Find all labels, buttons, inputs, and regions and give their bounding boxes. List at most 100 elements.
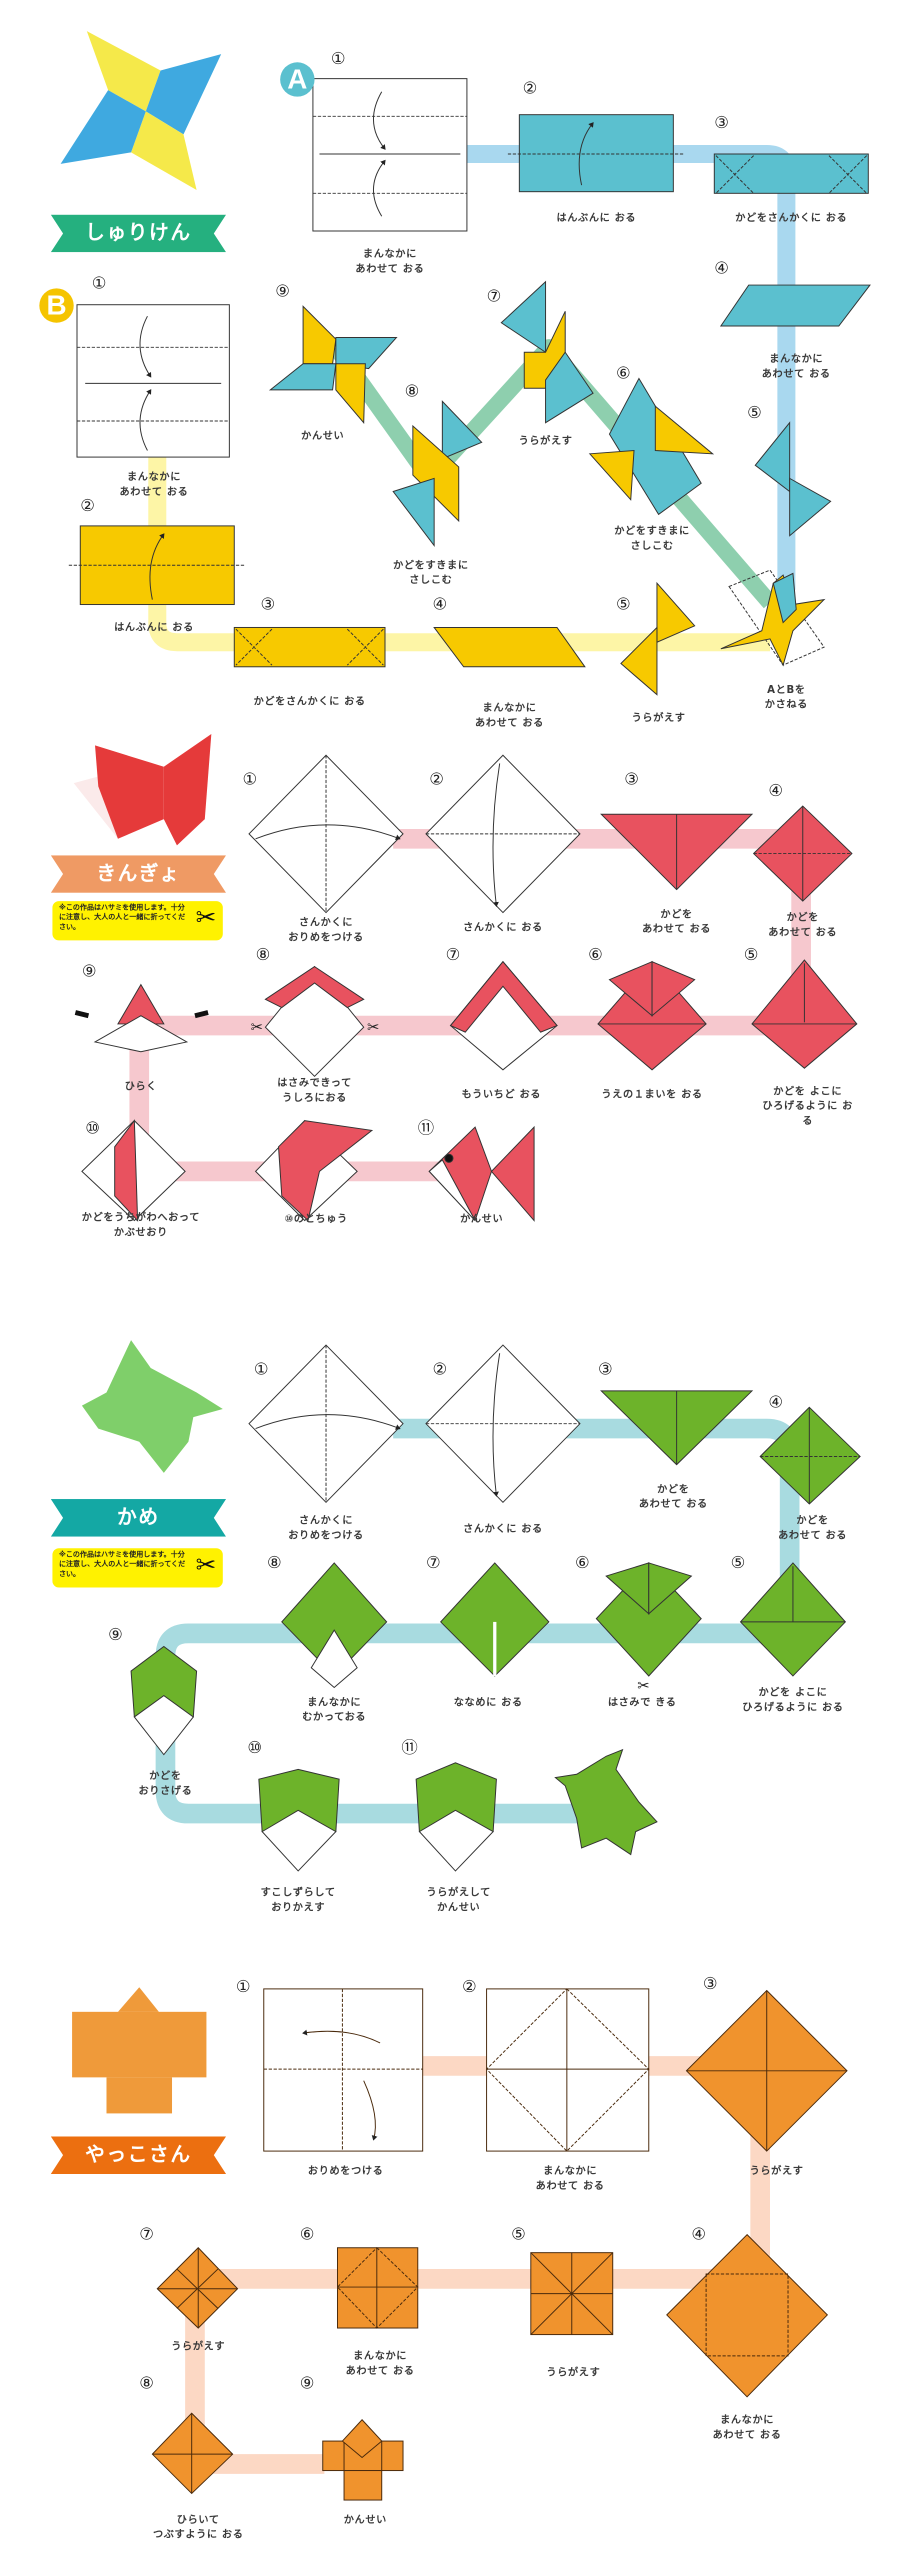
- step-label: まんなかに あわせて おる: [345, 2350, 415, 2378]
- kame-step-4-diagram: [759, 1406, 861, 1505]
- step-number: ⑪: [401, 1739, 418, 1758]
- step-number: ①: [91, 275, 107, 294]
- step-number: ④: [768, 1394, 784, 1413]
- step-label: まんなかに むかっておる: [302, 1697, 367, 1724]
- step-label: さんかくに おる: [463, 922, 543, 934]
- step-number: ②: [80, 498, 95, 517]
- kingyo-step-8-diagram: ✂ ✂: [251, 965, 379, 1078]
- kame-photo: [81, 1340, 223, 1473]
- step-number: ⑧: [255, 946, 271, 965]
- step-number: ⑦: [425, 1554, 441, 1573]
- step-label: うらがえす: [631, 712, 686, 725]
- step-number: ④: [691, 2226, 707, 2245]
- kingyo-title-ribbon: きんぎょ: [50, 855, 227, 893]
- step-label: はんぶんに おる: [114, 622, 194, 635]
- step-number: ⑤: [747, 404, 762, 423]
- kame-title-ribbon: かめ: [50, 1499, 227, 1537]
- kame-step-2-diagram: [425, 1344, 581, 1504]
- kingyo-photo: [73, 733, 212, 846]
- step-number: ④: [432, 596, 448, 615]
- scissors-icon: ✂: [367, 1019, 379, 1036]
- step-label: かどをすきまに さしこむ: [614, 525, 690, 553]
- kingyo-step-3-diagram: [600, 813, 754, 891]
- step-label: うらがえして かんせい: [426, 1887, 491, 1914]
- step-label: まんなかに あわせて おる: [712, 2414, 782, 2442]
- warning-text: ※この作品はハサミを使用します。十分に注意し、大人の人と一緒に折ってください。: [58, 904, 186, 932]
- step-label: もういちど おる: [461, 1089, 542, 1101]
- yakko-photo: [72, 1987, 207, 2114]
- kame-step-11-diagram: [415, 1762, 497, 1872]
- kame-step-10-diagram: [258, 1768, 340, 1872]
- scissors-icon: ✂: [637, 1678, 649, 1695]
- step-number: ⑥: [575, 1554, 590, 1573]
- scissors-icon: ✂: [251, 1019, 263, 1036]
- combine-label: AとBを かさねる: [764, 684, 808, 711]
- step-number: ④: [714, 260, 729, 279]
- shuriken-photo: [60, 31, 222, 191]
- step-label: かどをさんかくに おる: [253, 696, 366, 708]
- step-label: まんなかに あわせて おる: [761, 353, 831, 381]
- step-9-finished-shuriken: [268, 305, 398, 424]
- step-number: ⑧: [139, 2375, 154, 2394]
- step-number: ④: [768, 783, 784, 802]
- step-number: ③: [597, 1361, 613, 1380]
- step-number: ②: [462, 1979, 477, 1998]
- yakko-finished-diagram: [322, 2419, 404, 2501]
- step-label: はさみで きる: [607, 1697, 677, 1709]
- kingyo-step-6-diagram: [597, 960, 707, 1071]
- badge-b: B: [39, 288, 74, 323]
- yakko-step-5-diagram: [530, 2252, 614, 2336]
- a-step-5-diagram: [754, 421, 832, 537]
- yakko-step-8-diagram: [151, 2412, 234, 2495]
- kame-step-1-diagram: [248, 1344, 404, 1504]
- step-number: ⑦: [486, 288, 502, 307]
- step-number: ③: [714, 114, 729, 133]
- step-label: うらがえす: [171, 2341, 226, 2353]
- step-number: ①: [330, 50, 346, 69]
- step-number: ⑩: [85, 1120, 100, 1139]
- kingyo-step-4-diagram: [752, 805, 853, 902]
- warning-text: ※この作品はハサミを使用します。十分に注意し、大人の人と一緒に折ってください。: [58, 1551, 186, 1579]
- b-step-5-diagram: [620, 581, 696, 696]
- kame-step-6-diagram: ✂: [595, 1562, 702, 1695]
- step-number: ⑥: [616, 365, 631, 384]
- step-label: はんぶんに おる: [556, 212, 637, 225]
- step-label: まんなかに あわせて おる: [355, 249, 425, 276]
- kame-step-5-diagram: [739, 1562, 847, 1677]
- yakko-step-2-diagram: [485, 1988, 650, 2152]
- b-step-3-diagram: [233, 626, 386, 668]
- step-label: はさみできって うしろにおる: [277, 1078, 352, 1105]
- step-label: まんなかに あわせて おる: [475, 702, 544, 730]
- step-label: かんせい: [460, 1213, 504, 1226]
- kame-step-9-diagram: [130, 1645, 198, 1756]
- kame-step-7-diagram: [440, 1562, 550, 1677]
- kingyo-step-9-diagram: [74, 983, 209, 1053]
- badge-a: A: [280, 62, 315, 97]
- step-number: ②: [429, 771, 444, 790]
- scissors-warning-note: ※この作品はハサミを使用します。十分に注意し、大人の人と一緒に折ってください。 …: [52, 901, 223, 941]
- step-label: かどをさんかくに おる: [735, 212, 848, 225]
- step-number: ⑤: [730, 1554, 746, 1573]
- yakko-step-4-diagram: [666, 2233, 829, 2398]
- kingyo-midway-diagram: [254, 1119, 374, 1222]
- step-number: ⑦: [139, 2226, 154, 2245]
- step-label: ひらいて つぶすように おる: [152, 2514, 244, 2541]
- scissors-warning-note: ※この作品はハサミを使用します。十分に注意し、大人の人と一緒に折ってください。 …: [52, 1548, 223, 1588]
- step-label: おりめをつける: [307, 2165, 384, 2178]
- kingyo-step-1-diagram: [248, 754, 404, 914]
- step-label: ななめに おる: [453, 1697, 523, 1709]
- step-6-diagram: [588, 377, 715, 516]
- step-number: ⑨: [275, 283, 290, 302]
- step-number: ②: [432, 1361, 448, 1380]
- step-label: かどを あわせて おる: [642, 909, 712, 936]
- scissors-icon: ✂: [195, 902, 217, 933]
- step-number: ③: [702, 1975, 718, 1994]
- step-label: ⑩のとちゅう: [284, 1213, 348, 1226]
- kingyo-step-2-diagram: [425, 754, 581, 914]
- step-label: まんなかに あわせて おる: [119, 471, 189, 499]
- step-label: うらがえす: [546, 2367, 601, 2379]
- step-number: ⑥: [588, 946, 603, 965]
- step-label: さんかくに おる: [463, 1523, 543, 1536]
